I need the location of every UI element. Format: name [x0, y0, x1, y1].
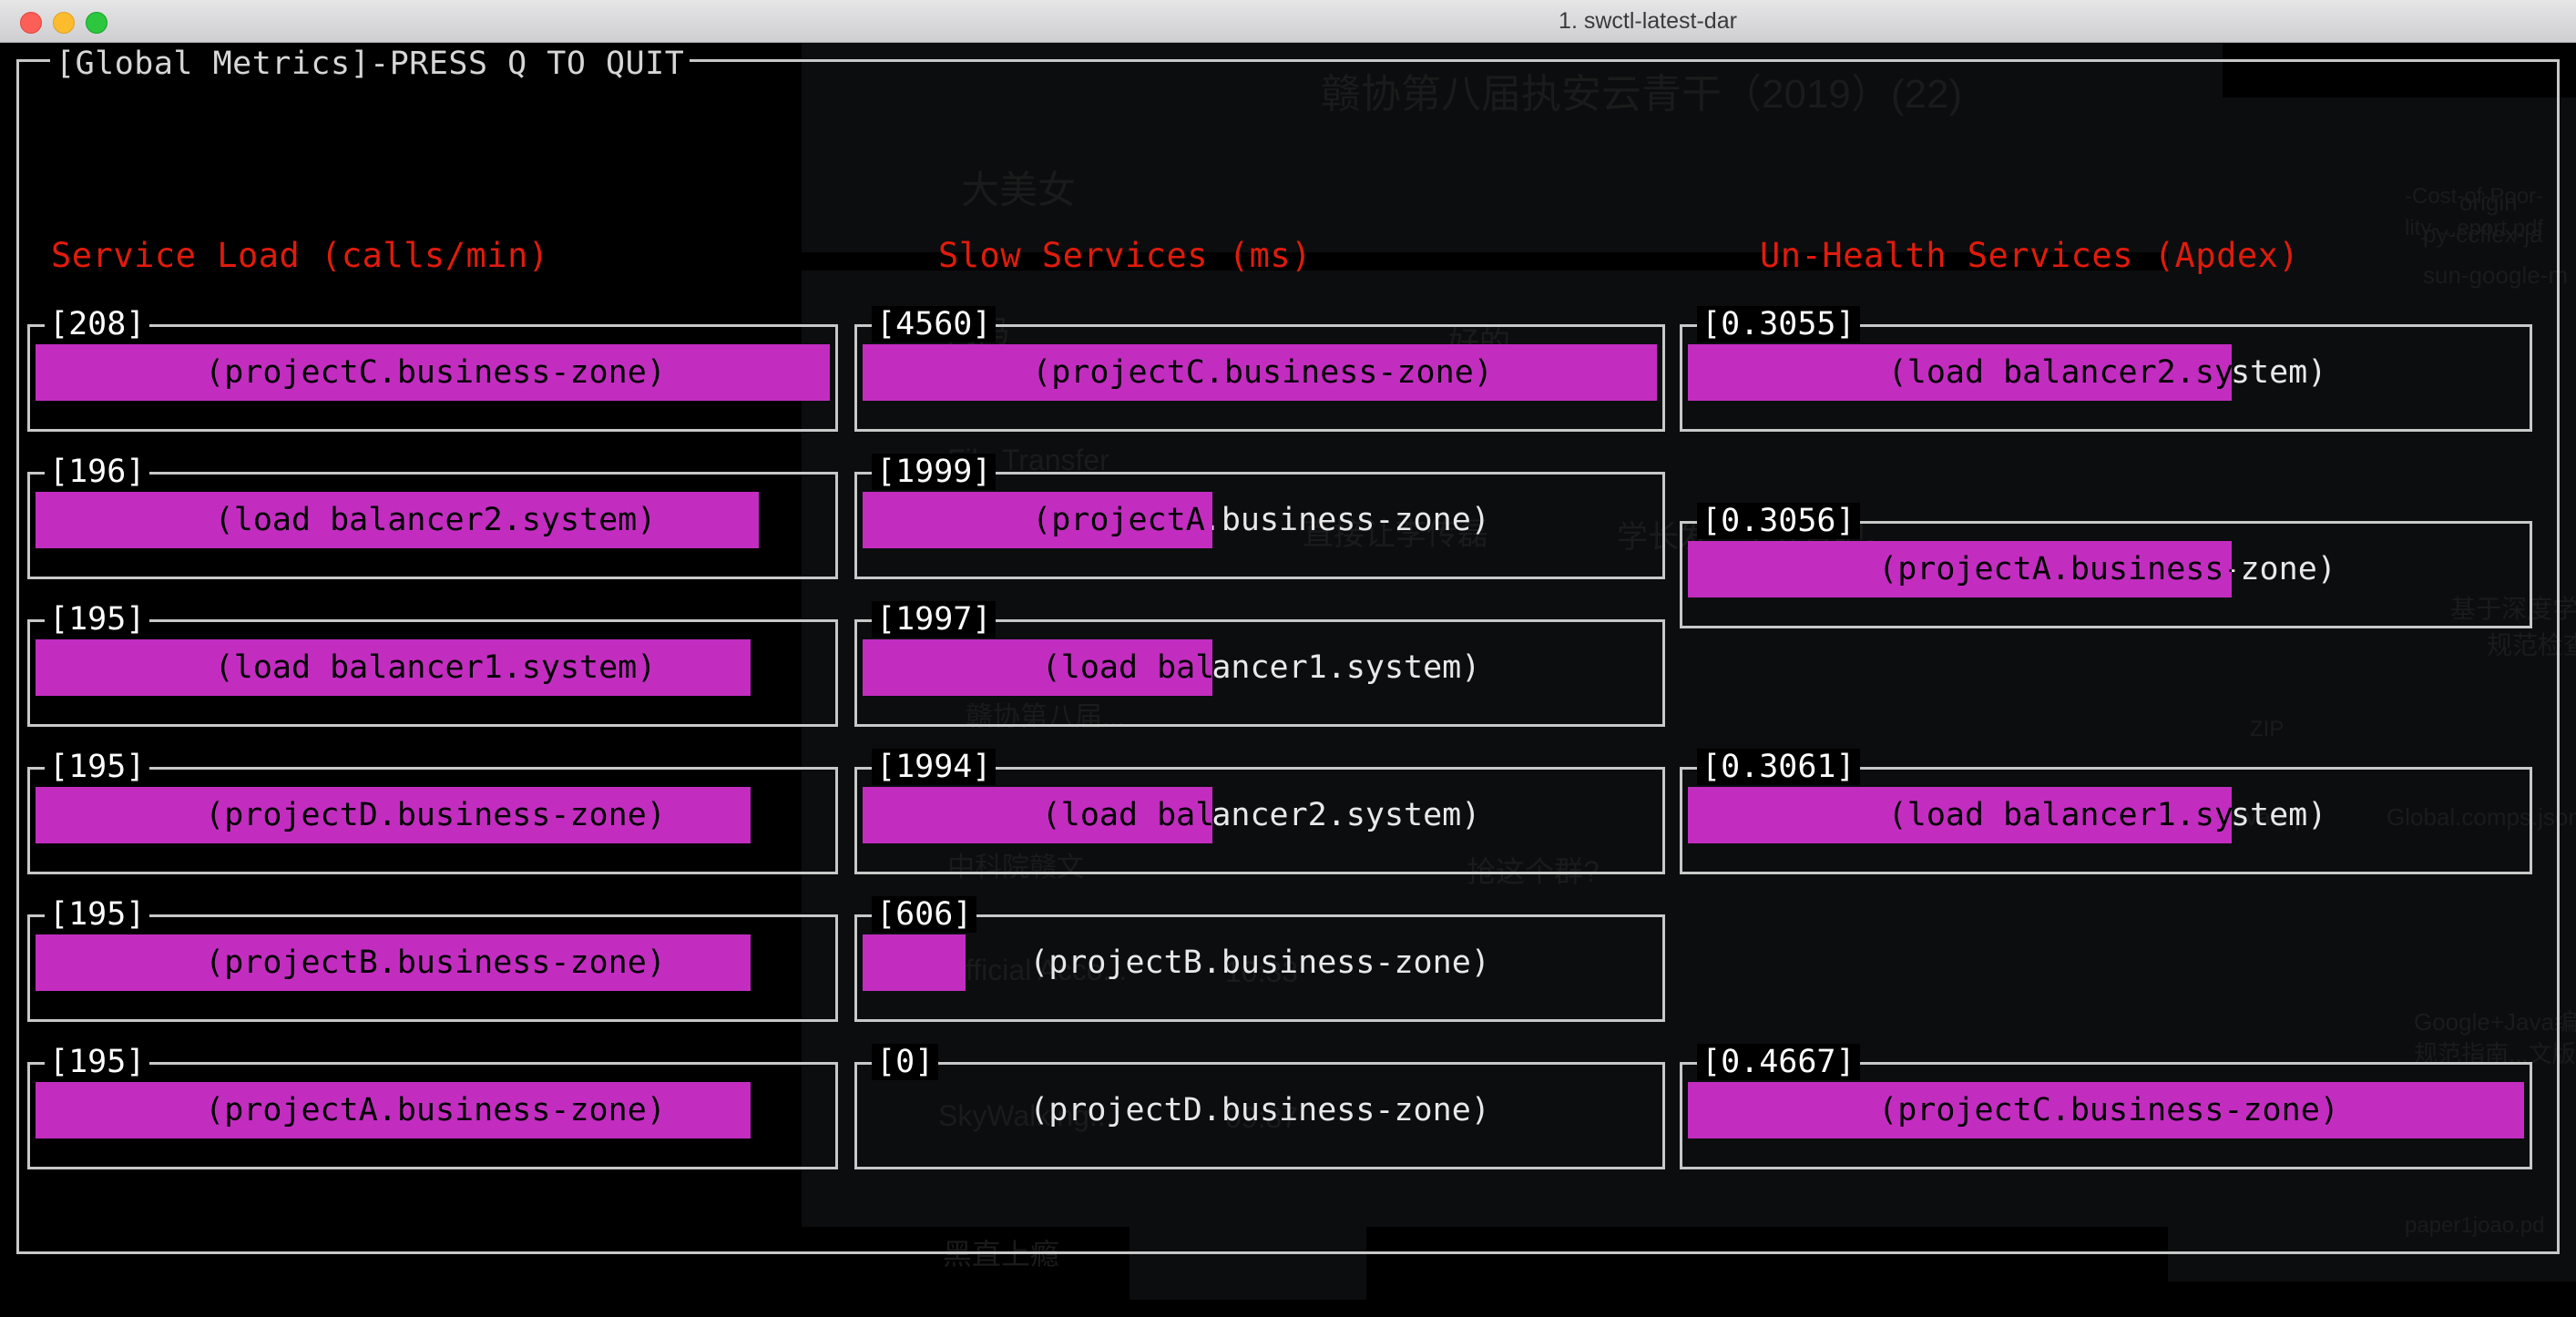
- minimize-window-button[interactable]: [53, 12, 75, 34]
- window-titlebar: 1. swctl-latest-dar: [0, 0, 2576, 43]
- metrics-column-slow-services: Slow Services (ms)[4560](projectC.busine…: [847, 76, 1682, 1232]
- gauge-value-label: [195]: [45, 896, 150, 933]
- gauge-fill-bar: (projectA.business-zone): [863, 492, 1212, 548]
- metrics-column-unhealth-services: Un-Health Services (Apdex)[0.3055](load …: [1672, 76, 2549, 1232]
- gauge-fill-bar: (load balancer1.system): [1688, 787, 2232, 843]
- frame-title: [Global Metrics]-PRESS Q TO QUIT: [50, 46, 690, 82]
- column-header-service-load: Service Load (calls/min): [51, 236, 549, 275]
- gauge-fill-bar: (projectD.business-zone): [36, 787, 751, 843]
- gauge-value-label: [195]: [45, 749, 150, 785]
- gauge-fill-bar: (projectB.business-zone): [863, 934, 966, 991]
- gauge-service-name-oncolor: (projectA.business-zone): [1032, 502, 1212, 538]
- column-header-unhealth-services: Un-Health Services (Apdex): [1760, 236, 2300, 275]
- gauge-fill-bar: (load balancer1.system): [36, 639, 751, 696]
- gauge-service-name-oncolor: (load balancer1.system): [1887, 797, 2232, 833]
- gauge[interactable]: [0.3055](load balancer2.system)(load bal…: [1680, 306, 2532, 432]
- gauge-value-label: [1997]: [872, 601, 997, 638]
- gauge[interactable]: [1994](load balancer2.system)(load balan…: [854, 749, 1665, 874]
- gauge-service-name: (projectB.business-zone): [1029, 944, 1490, 981]
- gauge[interactable]: [195](projectB.business-zone)(projectB.b…: [27, 896, 838, 1022]
- gauge-value-label: [0.3055]: [1697, 306, 1860, 342]
- gauge-service-name: (projectD.business-zone): [1029, 1092, 1490, 1128]
- gauge-service-name-oncolor: (load balancer2.system): [214, 502, 657, 538]
- gauge[interactable]: [208](projectC.business-zone)(projectC.b…: [27, 306, 838, 432]
- gauge-value-label: [0.3061]: [1697, 749, 1860, 785]
- gauge-fill-bar: (load balancer2.system): [1688, 344, 2232, 401]
- gauge[interactable]: [0.3056](projectA.business-zone)(project…: [1680, 503, 2532, 628]
- gauge[interactable]: [0](projectD.business-zone)(projectD.bus…: [854, 1044, 1665, 1169]
- gauge-fill-bar: (projectC.business-zone): [1688, 1082, 2524, 1138]
- gauge-track: (projectA.business-zone)(projectA.busine…: [863, 492, 1657, 548]
- gauge-value-label: [0.4667]: [1697, 1044, 1860, 1080]
- gauge-fill-bar: (projectA.business-zone): [1688, 541, 2232, 597]
- gauge-value-label: [195]: [45, 601, 150, 638]
- gauge-value-label: [4560]: [872, 306, 997, 342]
- gauge-track: (projectB.business-zone) (projectB.busine…: [863, 934, 1657, 991]
- gauge-track: (projectC.business-zone)(projectC.busine…: [863, 344, 1657, 401]
- gauge-track: (projectA.business-zone)(projectA.busine…: [36, 1082, 830, 1138]
- gauge[interactable]: [195](load balancer1.system)(load balanc…: [27, 601, 838, 727]
- gauge-fill-bar: (projectC.business-zone): [36, 344, 830, 401]
- gauge-value-label: [195]: [45, 1044, 150, 1080]
- gauge-fill-bar: (load balancer2.system): [36, 492, 759, 548]
- gauge[interactable]: [4560](projectC.business-zone)(projectC.…: [854, 306, 1665, 432]
- terminal-body: 赣协第八届执安云青干（2019）(22)大美女妈妈好的File Transfer…: [0, 43, 2576, 1317]
- gauge[interactable]: [606](projectB.business-zone)(projectB.b…: [854, 896, 1665, 1022]
- gauge-value-label: [208]: [45, 306, 150, 342]
- gauge-track: (projectA.business-zone)(projectA.busine…: [1688, 541, 2524, 597]
- gauge-fill-bar: (load balancer1.system): [863, 639, 1212, 696]
- gauge-service-name-oncolor: (projectC.business-zone): [1032, 354, 1493, 391]
- gauge-track: (load balancer1.system)(load balancer1.s…: [1688, 787, 2524, 843]
- metrics-column-service-load: Service Load (calls/min)[208](projectC.b…: [20, 76, 854, 1232]
- column-header-slow-services: Slow Services (ms): [938, 236, 1312, 275]
- gauge-track: (projectD.business-zone)(projectD.busine…: [36, 787, 830, 843]
- gauge-value-label: [0]: [872, 1044, 939, 1080]
- gauge-service-name-oncolor: (projectB.business-zone): [863, 934, 966, 991]
- traffic-light-group: [20, 12, 107, 34]
- gauge-fill-bar: (load balancer2.system): [863, 787, 1212, 843]
- gauge-fill-bar: (projectB.business-zone): [36, 934, 751, 991]
- gauge-track: (load balancer2.system)(load balancer2.s…: [36, 492, 830, 548]
- gauge-value-label: [606]: [872, 896, 977, 933]
- gauge[interactable]: [0.3061](load balancer1.system)(load bal…: [1680, 749, 2532, 874]
- gauge-service-name-oncolor: (load balancer2.system): [1041, 797, 1212, 833]
- gauge-fill-bar: (projectA.business-zone): [36, 1082, 751, 1138]
- gauge[interactable]: [195](projectA.business-zone)(projectA.b…: [27, 1044, 838, 1169]
- gauge-track: (projectB.business-zone)(projectB.busine…: [36, 934, 830, 991]
- gauge[interactable]: [1997](load balancer1.system)(load balan…: [854, 601, 1665, 727]
- gauge-value-label: [1994]: [872, 749, 997, 785]
- global-metrics-frame: [Global Metrics]-PRESS Q TO QUIT: [16, 46, 2560, 1254]
- gauge-track: (projectD.business-zone)(projectD.busine…: [863, 1082, 1657, 1138]
- gauge-service-name-oncolor: (projectA.business-zone): [1878, 551, 2232, 587]
- gauge[interactable]: [0.4667](projectC.business-zone)(project…: [1680, 1044, 2532, 1169]
- window-title: 1. swctl-latest-dar: [1559, 8, 1737, 34]
- gauge-track: (load balancer2.system)(load balancer2.s…: [863, 787, 1657, 843]
- gauge[interactable]: [1999](projectA.business-zone)(projectA.…: [854, 454, 1665, 579]
- gauge-fill-bar: (projectC.business-zone): [863, 344, 1657, 401]
- gauge-service-name-oncolor: (projectB.business-zone): [205, 944, 666, 981]
- gauge-service-name-oncolor: (projectC.business-zone): [1878, 1092, 2339, 1128]
- gauge-service-name-oncolor: (load balancer1.system): [214, 649, 657, 686]
- gauge-track: (projectC.business-zone)(projectC.busine…: [36, 344, 830, 401]
- maximize-window-button[interactable]: [86, 12, 107, 34]
- gauge-service-name-oncolor: (load balancer1.system): [1041, 649, 1212, 686]
- gauge-value-label: [196]: [45, 454, 150, 490]
- gauge-value-label: [0.3056]: [1697, 503, 1860, 539]
- gauge-service-name-oncolor: (load balancer2.system): [1887, 354, 2232, 391]
- metrics-columns: Service Load (calls/min)[208](projectC.b…: [20, 76, 2556, 1232]
- gauge-track: (projectC.business-zone)(projectC.busine…: [1688, 1082, 2524, 1138]
- gauge-service-name-oncolor: (projectC.business-zone): [205, 354, 666, 391]
- gauge-value-label: [1999]: [872, 454, 997, 490]
- close-window-button[interactable]: [20, 12, 42, 34]
- gauge-service-name-oncolor: (projectA.business-zone): [205, 1092, 666, 1128]
- gauge-track: (load balancer1.system)(load balancer1.s…: [863, 639, 1657, 696]
- gauge[interactable]: [195](projectD.business-zone)(projectD.b…: [27, 749, 838, 874]
- gauge-track: (load balancer2.system)(load balancer2.s…: [1688, 344, 2524, 401]
- gauge[interactable]: [196](load balancer2.system)(load balanc…: [27, 454, 838, 579]
- gauge-service-name-oncolor: (projectD.business-zone): [205, 797, 666, 833]
- gauge-track: (load balancer1.system)(load balancer1.s…: [36, 639, 830, 696]
